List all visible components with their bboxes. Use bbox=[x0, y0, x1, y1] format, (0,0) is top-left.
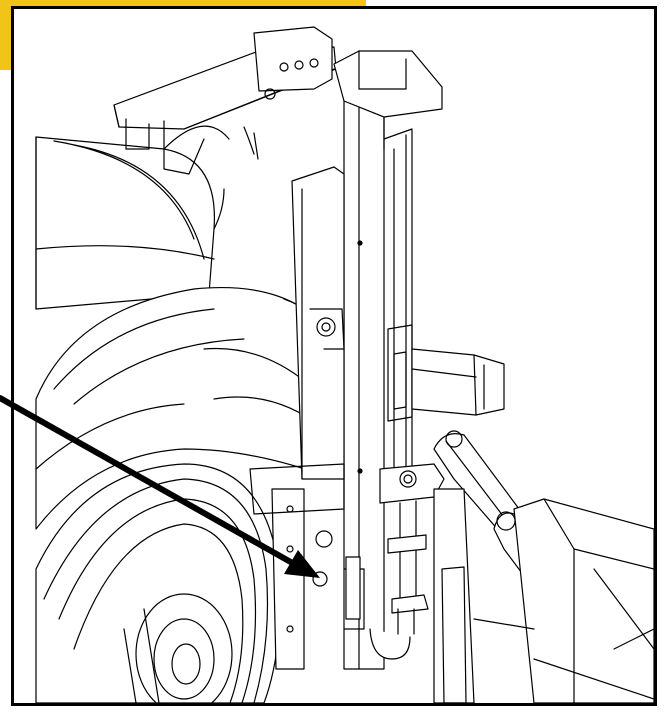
main-mast bbox=[333, 50, 443, 670]
hitch-mounted-attachment-illustration bbox=[35, 26, 654, 703]
tire-wheel bbox=[35, 463, 281, 703]
pivot-pin-assembly bbox=[369, 463, 445, 660]
illustration-frame bbox=[11, 6, 657, 706]
deflector-housing bbox=[35, 125, 230, 310]
side-arm bbox=[411, 348, 505, 416]
top-crossbar bbox=[113, 26, 337, 175]
right-frame bbox=[433, 488, 654, 703]
guide-plate bbox=[291, 166, 345, 480]
